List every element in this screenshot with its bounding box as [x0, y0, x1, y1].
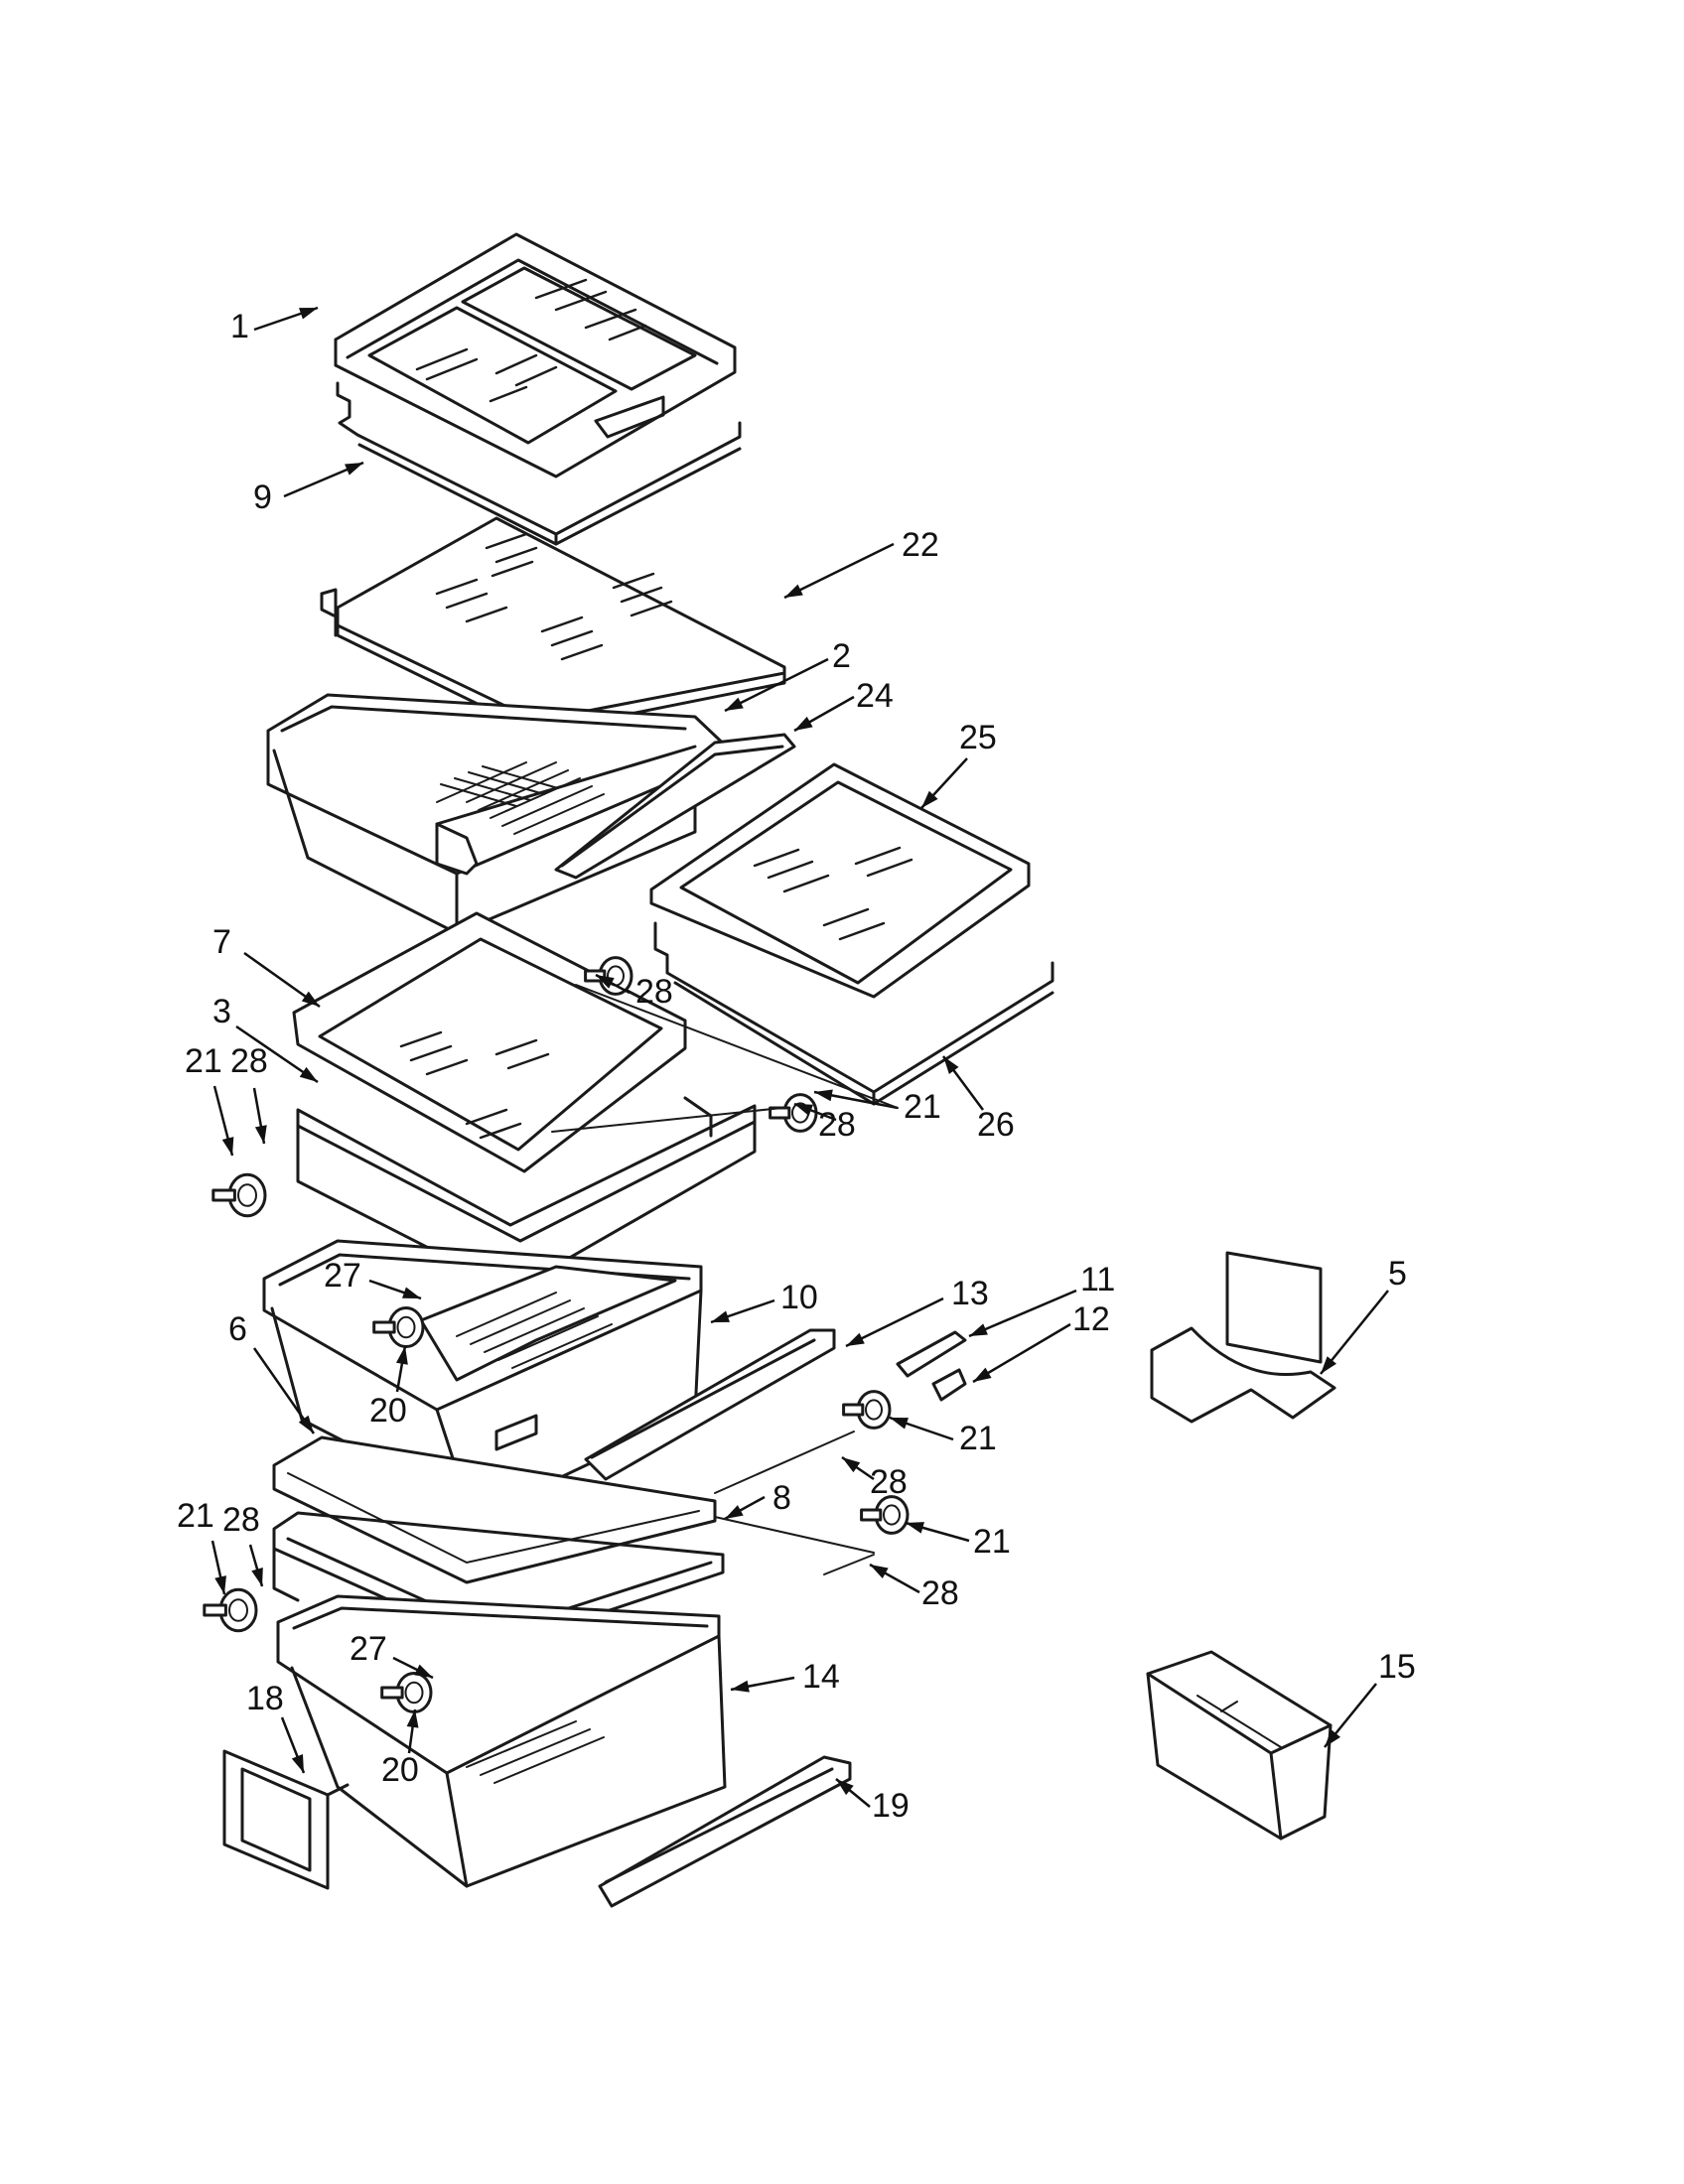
callout-leaders	[210, 306, 1389, 1808]
callout-22: 22	[902, 526, 939, 564]
callout-leader-arrow	[813, 1089, 899, 1110]
callout-26: 26	[977, 1106, 1015, 1144]
callout-21: 21	[904, 1088, 941, 1126]
callout-leader-arrow	[243, 951, 321, 1009]
callout-11: 11	[1080, 1261, 1115, 1298]
callout-6: 6	[228, 1310, 247, 1348]
callout-28: 28	[635, 973, 673, 1011]
callout-10: 10	[780, 1279, 818, 1316]
part-drawer-trim-19	[598, 1755, 852, 1908]
part-glass-shelf-25	[649, 762, 1031, 999]
callout-7: 7	[212, 923, 231, 961]
callout-leader-arrow	[905, 1521, 970, 1543]
callout-12: 12	[1072, 1300, 1110, 1338]
callout-24: 24	[856, 677, 894, 715]
callout-21: 21	[959, 1420, 997, 1457]
roller-wheels	[203, 956, 910, 1714]
callout-leader-arrow	[972, 1322, 1071, 1384]
callout-leader-arrow	[710, 1298, 775, 1324]
callout-5: 5	[1388, 1255, 1407, 1293]
callout-2: 2	[832, 637, 851, 675]
part-clip-12	[931, 1368, 967, 1402]
part-clip-11	[896, 1330, 967, 1378]
callout-leader-arrow	[252, 1347, 316, 1434]
callout-25: 25	[959, 719, 997, 756]
callout-8: 8	[772, 1479, 791, 1517]
callout-labels: 1 9 22 2 24 25 7 28 3 21 28 21 28 26 27 …	[177, 308, 1416, 1825]
part-glass-shelf-7	[292, 911, 687, 1173]
callout-leader-arrow	[889, 1416, 954, 1441]
part-bin-15	[1146, 1650, 1333, 1841]
roller-wheel	[203, 1587, 258, 1633]
callout-leader-arrow	[730, 1676, 795, 1693]
callout-14: 14	[802, 1658, 840, 1696]
callout-leader-arrow	[793, 1102, 837, 1122]
part-drawer-14	[276, 1594, 727, 1888]
callout-19: 19	[872, 1787, 910, 1825]
callout-leader-arrow	[869, 1563, 920, 1594]
part-top-shelf-frame	[336, 381, 742, 546]
part-drawer-trim-24	[554, 733, 796, 880]
callout-21: 21	[177, 1497, 214, 1535]
callout-leader-arrow	[1320, 1290, 1389, 1375]
callout-18: 18	[246, 1680, 284, 1717]
callout-28: 28	[870, 1463, 908, 1501]
callout-leader-arrow	[406, 1708, 419, 1754]
callout-28: 28	[230, 1042, 268, 1080]
callout-leader-arrow	[283, 461, 364, 498]
callout-13: 13	[951, 1275, 989, 1312]
callout-leader-arrow	[248, 1544, 264, 1587]
connector-lines	[551, 984, 899, 1575]
part-tray-6	[272, 1435, 717, 1584]
part-bracket-5	[1150, 1251, 1336, 1424]
callout-leader-arrow	[210, 1540, 226, 1595]
callout-leader-arrow	[845, 1297, 944, 1348]
callout-21: 21	[185, 1042, 222, 1080]
callout-leader-arrow	[941, 1055, 985, 1111]
callout-leader-arrow	[920, 757, 968, 809]
callout-leader-arrow	[968, 1289, 1077, 1338]
callout-leader-arrow	[841, 1455, 875, 1481]
callout-leader-arrow	[724, 1495, 766, 1521]
part-drawer-trim-13	[584, 1328, 836, 1481]
part-label-plate-18	[222, 1749, 350, 1890]
callout-leader-arrow	[392, 1656, 434, 1680]
callout-28: 28	[921, 1574, 959, 1612]
callout-leader-arrow	[835, 1778, 871, 1808]
callout-leader-arrow	[280, 1716, 306, 1774]
callout-leader-arrow	[235, 1024, 319, 1084]
callout-9: 9	[253, 478, 272, 516]
roller-wheel	[211, 1172, 267, 1218]
callout-leader-arrow	[253, 306, 319, 332]
callout-1: 1	[230, 308, 249, 345]
callout-leader-arrow	[783, 542, 895, 600]
callout-leader-arrow	[368, 1279, 422, 1300]
callout-leader-arrow	[395, 1345, 408, 1393]
callout-3: 3	[212, 993, 231, 1030]
part-crisper-drawer-upper	[266, 693, 737, 935]
callout-21: 21	[973, 1523, 1011, 1561]
roller-wheel	[842, 1390, 892, 1430]
callout-leader-arrow	[252, 1087, 267, 1145]
callout-leader-arrow	[212, 1085, 234, 1157]
callout-leader-arrow	[793, 695, 855, 733]
callout-20: 20	[381, 1751, 419, 1789]
callout-27: 27	[324, 1257, 361, 1295]
roller-wheel	[860, 1495, 910, 1535]
callout-leader-arrow	[595, 973, 631, 995]
callout-20: 20	[369, 1392, 407, 1430]
callout-27: 27	[350, 1630, 387, 1668]
callout-28: 28	[818, 1106, 856, 1144]
callout-leader-arrow	[1324, 1683, 1377, 1748]
callout-28: 28	[222, 1501, 260, 1539]
roller-wheel	[372, 1305, 425, 1349]
callout-15: 15	[1378, 1648, 1416, 1686]
callout-leader-arrow	[724, 657, 829, 713]
part-top-glass-shelf	[334, 232, 737, 478]
